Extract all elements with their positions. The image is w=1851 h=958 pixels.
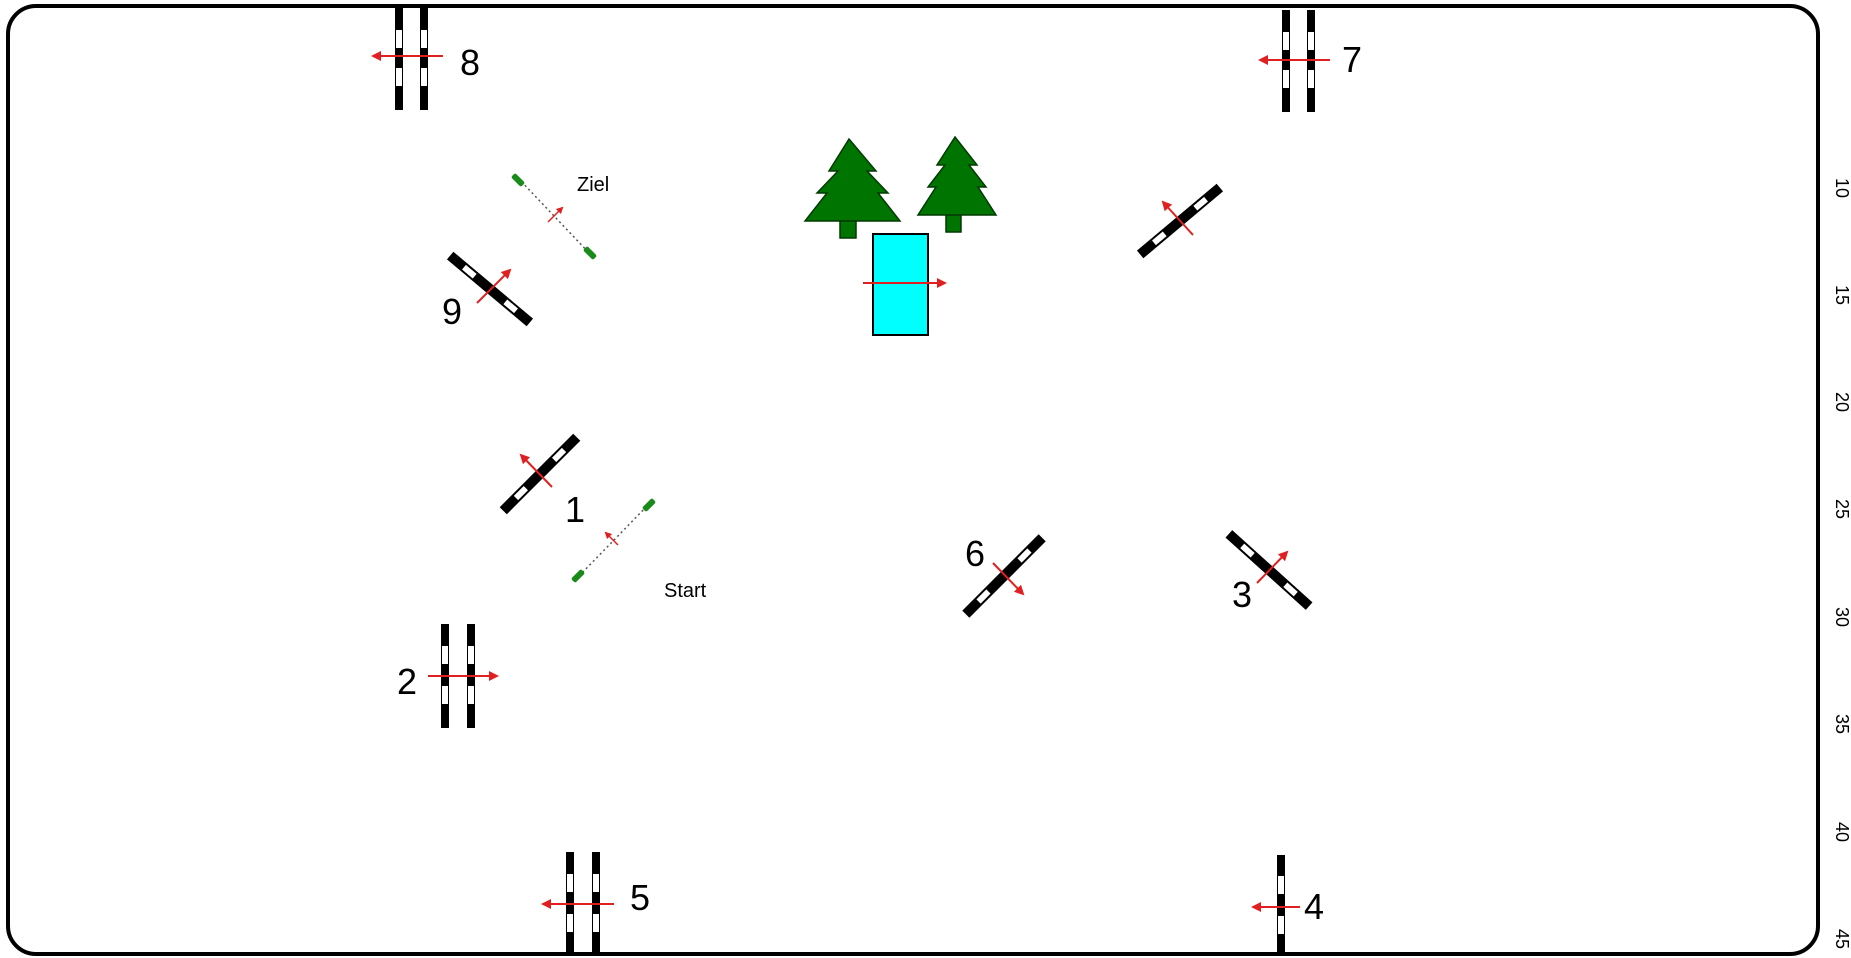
ruler-tick-label: 40 bbox=[1832, 822, 1851, 842]
ruler-tick-label: 30 bbox=[1832, 607, 1851, 627]
finish-label: Ziel bbox=[577, 174, 609, 196]
scale-ruler: 10 15 20 25 30 35 40 45 bbox=[1832, 178, 1851, 949]
arena-border bbox=[6, 4, 1820, 956]
obstacle-5: 5 bbox=[541, 852, 650, 956]
tree-icon bbox=[916, 135, 998, 233]
start-line: Start bbox=[571, 498, 707, 602]
water-obstacle bbox=[863, 233, 947, 336]
obstacle-1: 1 bbox=[499, 433, 585, 530]
obstacle-4: 4 bbox=[1251, 855, 1324, 956]
obstacle-2: 2 bbox=[397, 624, 499, 728]
ruler-tick-label: 15 bbox=[1832, 285, 1851, 305]
ruler-tick-label: 35 bbox=[1832, 714, 1851, 734]
obstacle-7: 7 bbox=[1258, 10, 1362, 112]
obstacle-label: 5 bbox=[630, 877, 650, 918]
obstacle-label: 2 bbox=[397, 661, 417, 702]
ruler-tick-label: 20 bbox=[1832, 392, 1851, 412]
obstacle-label: 1 bbox=[565, 489, 585, 530]
obstacle-6: 6 bbox=[962, 533, 1046, 618]
ruler-tick-label: 10 bbox=[1832, 178, 1851, 198]
obstacle-label: 8 bbox=[460, 42, 480, 83]
start-label: Start bbox=[664, 580, 707, 602]
obstacle-9: 9 bbox=[442, 251, 534, 332]
obstacle-label: 9 bbox=[442, 291, 462, 332]
finish-line: Ziel bbox=[511, 173, 609, 260]
obstacle-label: 7 bbox=[1342, 39, 1362, 80]
obstacle-label: 6 bbox=[965, 533, 985, 574]
obstacle-label: 3 bbox=[1232, 574, 1252, 615]
obstacle-3: 3 bbox=[1225, 530, 1313, 615]
ruler-tick-label: 25 bbox=[1832, 499, 1851, 519]
ruler-tick-label: 45 bbox=[1832, 929, 1851, 949]
obstacle-unnumbered bbox=[1136, 183, 1224, 259]
obstacle-8: 8 bbox=[371, 8, 480, 110]
tree-icon bbox=[803, 137, 902, 239]
obstacle-label: 4 bbox=[1304, 886, 1324, 927]
